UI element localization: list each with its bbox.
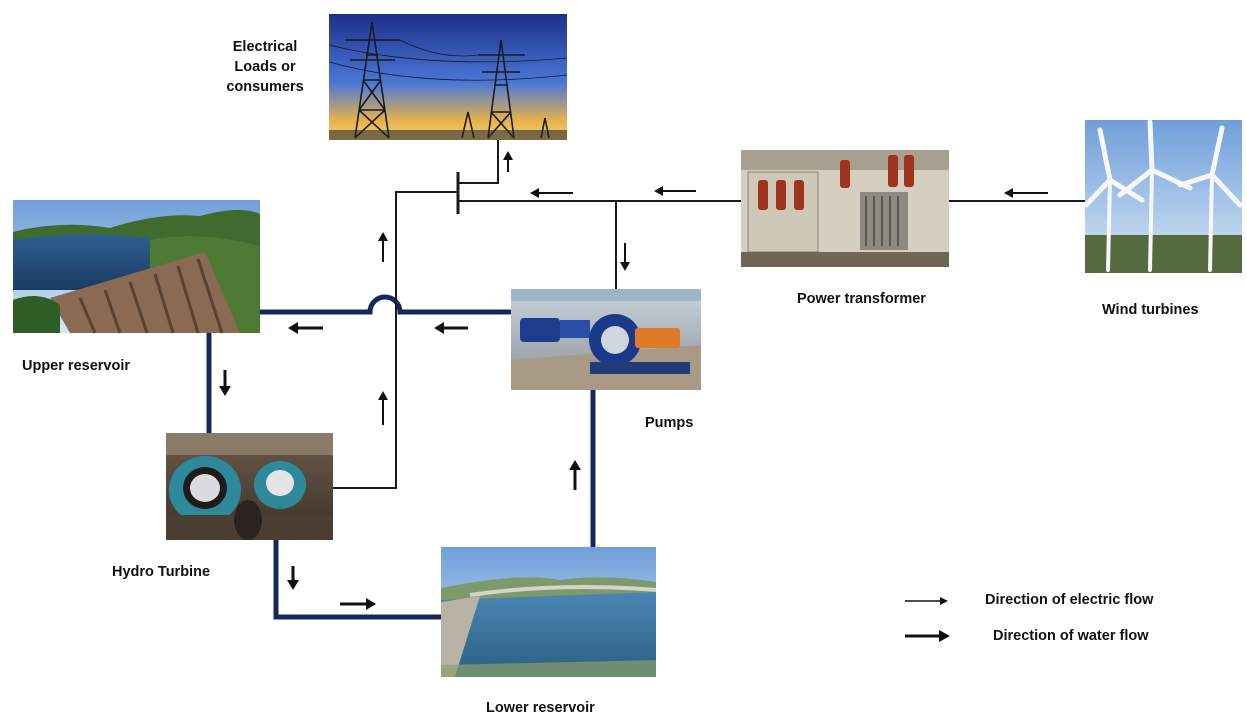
water-arrow (288, 322, 323, 334)
water-arrow (340, 598, 376, 610)
hydro-turbine-picture (166, 433, 333, 540)
water-arrow (287, 566, 299, 590)
electric-arrow (530, 188, 573, 198)
electric-arrow (378, 391, 388, 425)
flow-arrows (219, 151, 1048, 610)
lower-reservoir-label: Lower reservoir (486, 700, 595, 716)
electric-lines (333, 140, 1085, 489)
wind-turbines-label: Wind turbines (1102, 302, 1199, 318)
electric-arrow (654, 186, 696, 196)
pipe-pump-to-upper (260, 294, 511, 315)
pylons-picture (328, 14, 568, 140)
legend-water-label: Direction of water flow (993, 628, 1149, 644)
electric-arrow (378, 232, 388, 262)
legend-electric-arrow (905, 597, 948, 605)
power-transformer-label: Power transformer (797, 291, 926, 307)
pumps-picture (511, 289, 701, 390)
power-transformer-picture (741, 150, 949, 267)
line-turbine-to-bus (333, 191, 458, 489)
water-arrow (219, 370, 231, 396)
water-arrow (569, 460, 581, 490)
electric-arrow (503, 151, 513, 172)
hydro-turbine-label: Hydro Turbine (112, 564, 211, 580)
wind-turbines-picture (1083, 119, 1243, 273)
lower-reservoir-picture (441, 547, 657, 677)
pipe-turbine-to-lower (273, 540, 441, 620)
line-bus-to-loads (458, 140, 499, 184)
legend (905, 597, 950, 642)
upper-reservoir-picture (13, 200, 260, 334)
pumps-label: Pumps (645, 415, 694, 431)
water-pipes (206, 294, 596, 620)
electrical-loads-line-2: Loads or (234, 59, 296, 75)
water-arrow (434, 322, 468, 334)
electrical-loads-line-1: Electrical (232, 39, 298, 55)
electric-arrow (1004, 188, 1048, 198)
electrical-loads-line-3: consumers (226, 79, 304, 95)
upper-reservoir-label: Upper reservoir (22, 358, 130, 374)
electrical-loads-label: Electrical Loads or consumers (220, 37, 310, 97)
electric-arrow (620, 243, 630, 271)
legend-electric-label: Direction of electric flow (985, 592, 1154, 608)
legend-water-arrow (905, 630, 950, 642)
